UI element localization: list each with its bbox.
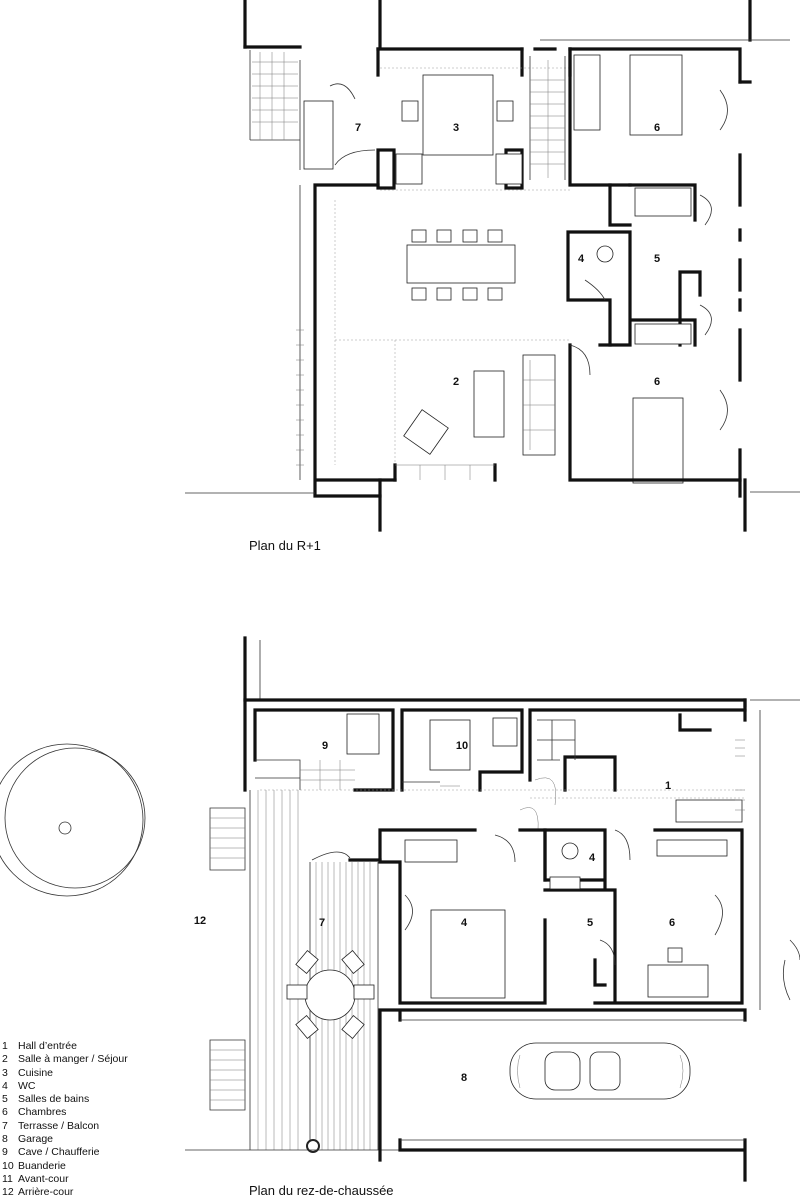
legend-row: 12 Arrière-cour — [2, 1186, 128, 1199]
legend-row: 1 Hall d’entrée — [2, 1040, 128, 1053]
upper-floor-plan: 7 3 6 4 5 2 6 — [185, 0, 800, 532]
lower-room-4a-label: 4 — [589, 852, 596, 864]
legend-label: Chambres — [18, 1106, 67, 1119]
legend-row: 5 Salles de bains — [2, 1093, 128, 1106]
upper-room-6a-label: 6 — [654, 122, 660, 134]
legend-label: Avant-cour — [18, 1172, 69, 1185]
lower-room-1-label: 1 — [665, 780, 671, 792]
lower-garage — [378, 1008, 747, 1182]
upper-room-2-label: 2 — [453, 376, 459, 388]
legend-number: 6 — [2, 1106, 8, 1119]
upper-room-4-label: 4 — [578, 253, 585, 265]
legend-number: 8 — [2, 1133, 8, 1146]
lower-room-4b-label: 4 — [461, 917, 468, 929]
legend-label: Salles de bains — [18, 1093, 90, 1106]
legend-label: WC — [18, 1079, 36, 1092]
legend-number: 9 — [2, 1146, 8, 1159]
lower-room-5-label: 5 — [587, 917, 593, 929]
lower-wc-bath-bedroom — [543, 828, 744, 1005]
legend-label: Hall d’entrée — [18, 1040, 77, 1052]
lower-room-6-label: 6 — [669, 917, 675, 929]
legend-row: 3 Cuisine — [2, 1067, 128, 1080]
lower-room-12-label: 12 — [194, 915, 206, 927]
upper-stair-left — [249, 50, 376, 170]
legend-number: 5 — [2, 1093, 8, 1106]
lower-floor-plan: 9 10 1 4 12 7 4 5 6 8 — [0, 636, 800, 1182]
lower-plan-caption: Plan du rez-de-chaussée — [249, 1183, 394, 1198]
tree-canopy-outline — [0, 743, 144, 897]
lower-room-7-label: 7 — [319, 917, 325, 929]
legend-label: Cuisine — [18, 1066, 54, 1079]
legend-label: Garage — [18, 1133, 54, 1146]
upper-bedrooms — [566, 47, 752, 498]
upper-plan-caption: Plan du R+1 — [249, 538, 321, 553]
upper-room-5-label: 5 — [654, 253, 660, 265]
upper-stair-right — [529, 56, 566, 180]
upper-living-dining — [185, 183, 800, 532]
legend-number: 2 — [2, 1053, 8, 1066]
legend-row: 10 Buanderie — [2, 1160, 128, 1173]
legend-number: 12 — [2, 1186, 14, 1199]
legend-label: Cave / Chaufferie — [18, 1146, 100, 1159]
legend-number: 3 — [2, 1066, 8, 1079]
legend-number: 11 — [2, 1172, 13, 1185]
legend-row: 11 Avant-cour — [2, 1173, 128, 1186]
legend-row: 9 Cave / Chaufferie — [2, 1146, 128, 1159]
legend-number: 1 — [2, 1040, 8, 1052]
legend-label: Terrasse / Balcon — [18, 1119, 100, 1132]
legend-row: 8 Garage — [2, 1133, 128, 1146]
upper-kitchen — [376, 67, 570, 191]
legend-row: 7 Terrasse / Balcon — [2, 1120, 128, 1133]
lower-entrance-hall — [519, 708, 747, 831]
legend-number: 10 — [2, 1159, 14, 1172]
lower-room-10-label: 10 — [456, 740, 468, 752]
lower-terrace — [185, 790, 400, 1153]
legend-number: 7 — [2, 1119, 8, 1132]
upper-room-7-label: 7 — [355, 122, 361, 134]
lower-room-8-label: 8 — [461, 1072, 467, 1084]
lower-laundry — [400, 708, 524, 792]
lower-room-9-label: 9 — [322, 740, 328, 752]
upper-room-3-label: 3 — [453, 122, 459, 134]
upper-room-6b-label: 6 — [654, 376, 660, 388]
legend-row: 6 Chambres — [2, 1106, 128, 1119]
legend-row: 2 Salle à manger / Séjour — [2, 1053, 128, 1066]
legend-number: 4 — [2, 1079, 8, 1092]
legend-label: Buanderie — [18, 1159, 66, 1172]
lower-bedroom-left — [378, 828, 547, 1005]
legend-label: Arrière-cour — [18, 1186, 74, 1199]
legend-label: Salle à manger / Séjour — [18, 1053, 128, 1066]
legend-row: 4 WC — [2, 1080, 128, 1093]
